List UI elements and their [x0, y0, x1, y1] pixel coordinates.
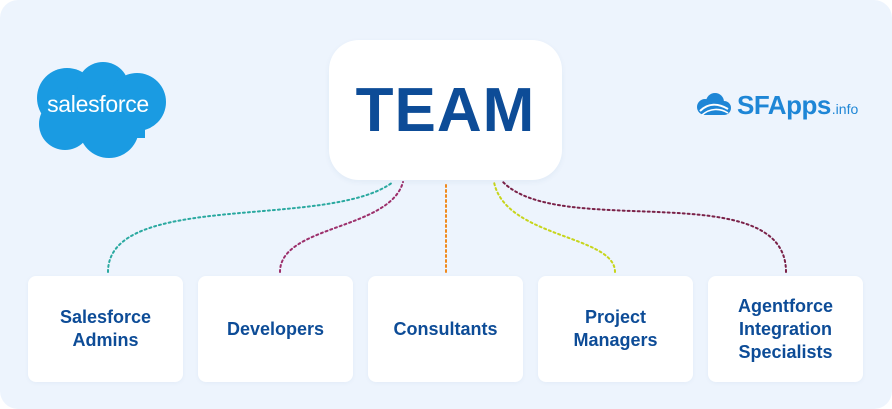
connector-agentforce-specialists	[502, 181, 787, 273]
connector-salesforce-admins	[107, 181, 394, 273]
connector-developers	[279, 181, 404, 273]
role-node-consultants: Consultants	[368, 276, 523, 382]
role-node-salesforce-admins: Salesforce Admins	[28, 276, 183, 382]
sfapps-wordmark: SFApps	[737, 89, 831, 120]
role-node-agentforce-specialists: Agentforce Integration Specialists	[708, 276, 863, 382]
role-label: Project Managers	[573, 307, 658, 350]
role-node-developers: Developers	[198, 276, 353, 382]
cloud-icon	[37, 62, 166, 158]
team-title: TEAM	[355, 75, 536, 145]
team-node: TEAM	[329, 40, 562, 180]
salesforce-logo: salesforce	[25, 58, 171, 162]
connector-project-managers	[493, 181, 616, 273]
sfapps-domain-suffix: .info	[831, 101, 859, 117]
role-label: Consultants	[393, 318, 498, 339]
role-label: Agentforce Integration Specialists	[737, 295, 833, 362]
role-label: Developers	[226, 318, 325, 339]
sfapps-logo: SFApps .info	[694, 88, 858, 122]
cloud-icon	[697, 93, 731, 116]
role-node-project-managers: Project Managers	[538, 276, 693, 382]
role-label: Salesforce Admins	[59, 307, 152, 350]
salesforce-wordmark: salesforce	[47, 91, 149, 117]
